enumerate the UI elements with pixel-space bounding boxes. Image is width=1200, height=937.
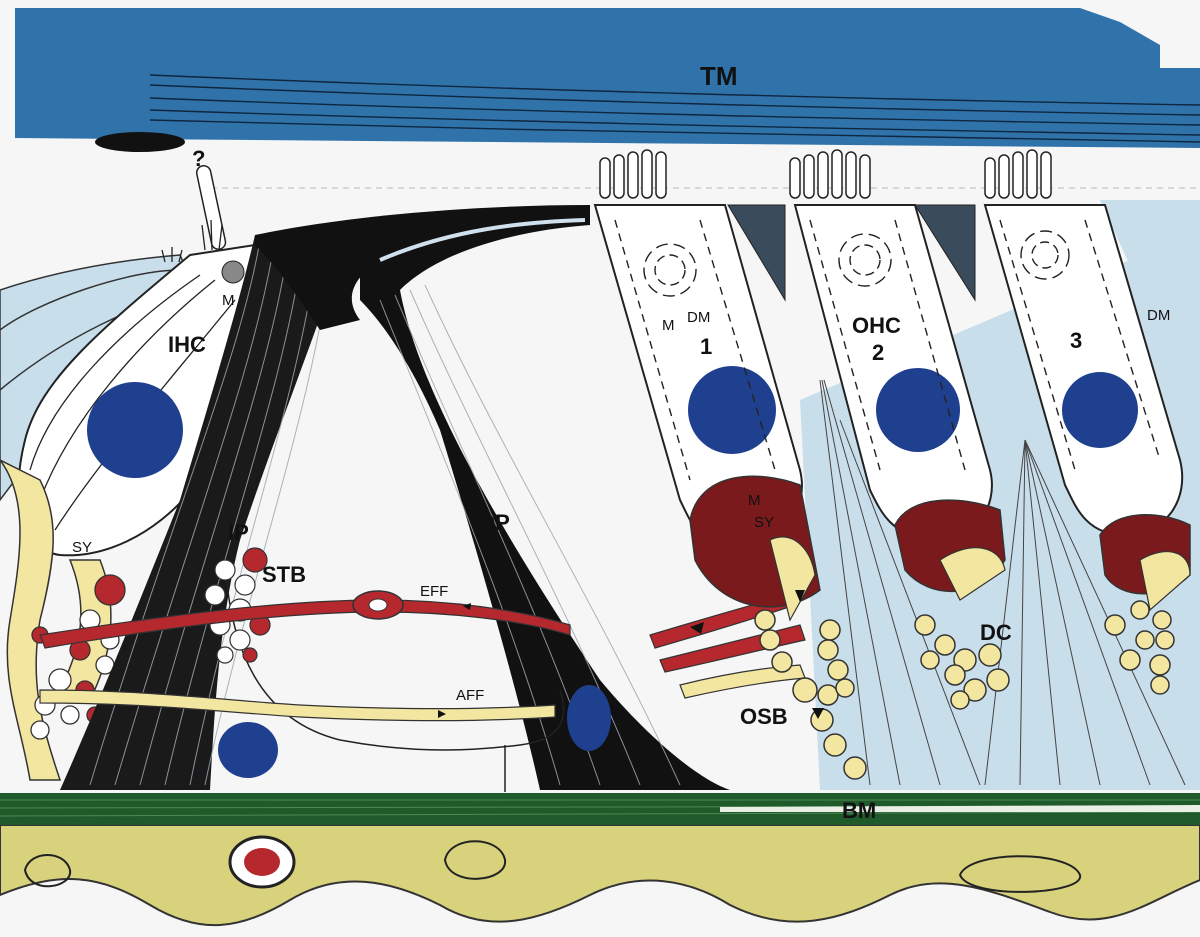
label-ohc-3: 3 <box>1070 328 1082 353</box>
ohc3-nucleus <box>1062 372 1138 448</box>
label-sy-ihc: SY <box>72 539 92 556</box>
label-eff: EFF <box>420 583 448 600</box>
label-m-1b: M <box>748 492 761 509</box>
label-aff: AFF <box>456 687 484 704</box>
label-sy-1: SY <box>754 514 774 531</box>
label-ihc: IHC <box>168 332 206 357</box>
label-ip: IP <box>228 520 249 545</box>
pillar-nucleus-inner <box>218 722 278 778</box>
ohc1-nucleus <box>688 366 776 454</box>
label-bm: BM <box>842 798 876 823</box>
ohc2-nucleus <box>876 368 960 452</box>
pillar-nucleus-outer <box>567 685 611 751</box>
label-dm-1: DM <box>687 309 710 326</box>
label-dm-3: DM <box>1147 307 1170 324</box>
red-blood-cell <box>244 848 280 876</box>
label-op: OP <box>478 510 510 535</box>
label-stb: STB <box>262 562 306 587</box>
label-ohc-1: 1 <box>700 334 712 359</box>
label-tm: TM <box>700 61 738 91</box>
ohc-stereocilia <box>600 150 1051 198</box>
label-m-ihc: M <box>222 292 235 309</box>
label-osb: OSB <box>740 704 788 729</box>
ihc-nucleus <box>87 382 183 478</box>
label-ohc-2: 2 <box>872 340 884 365</box>
label-m-1: M <box>662 317 675 334</box>
label-question: ? <box>192 146 205 171</box>
basal-cell-layer <box>0 825 1200 925</box>
label-dc: DC <box>980 620 1012 645</box>
tectorial-membrane <box>15 8 1200 148</box>
label-ohc: OHC <box>852 313 901 338</box>
